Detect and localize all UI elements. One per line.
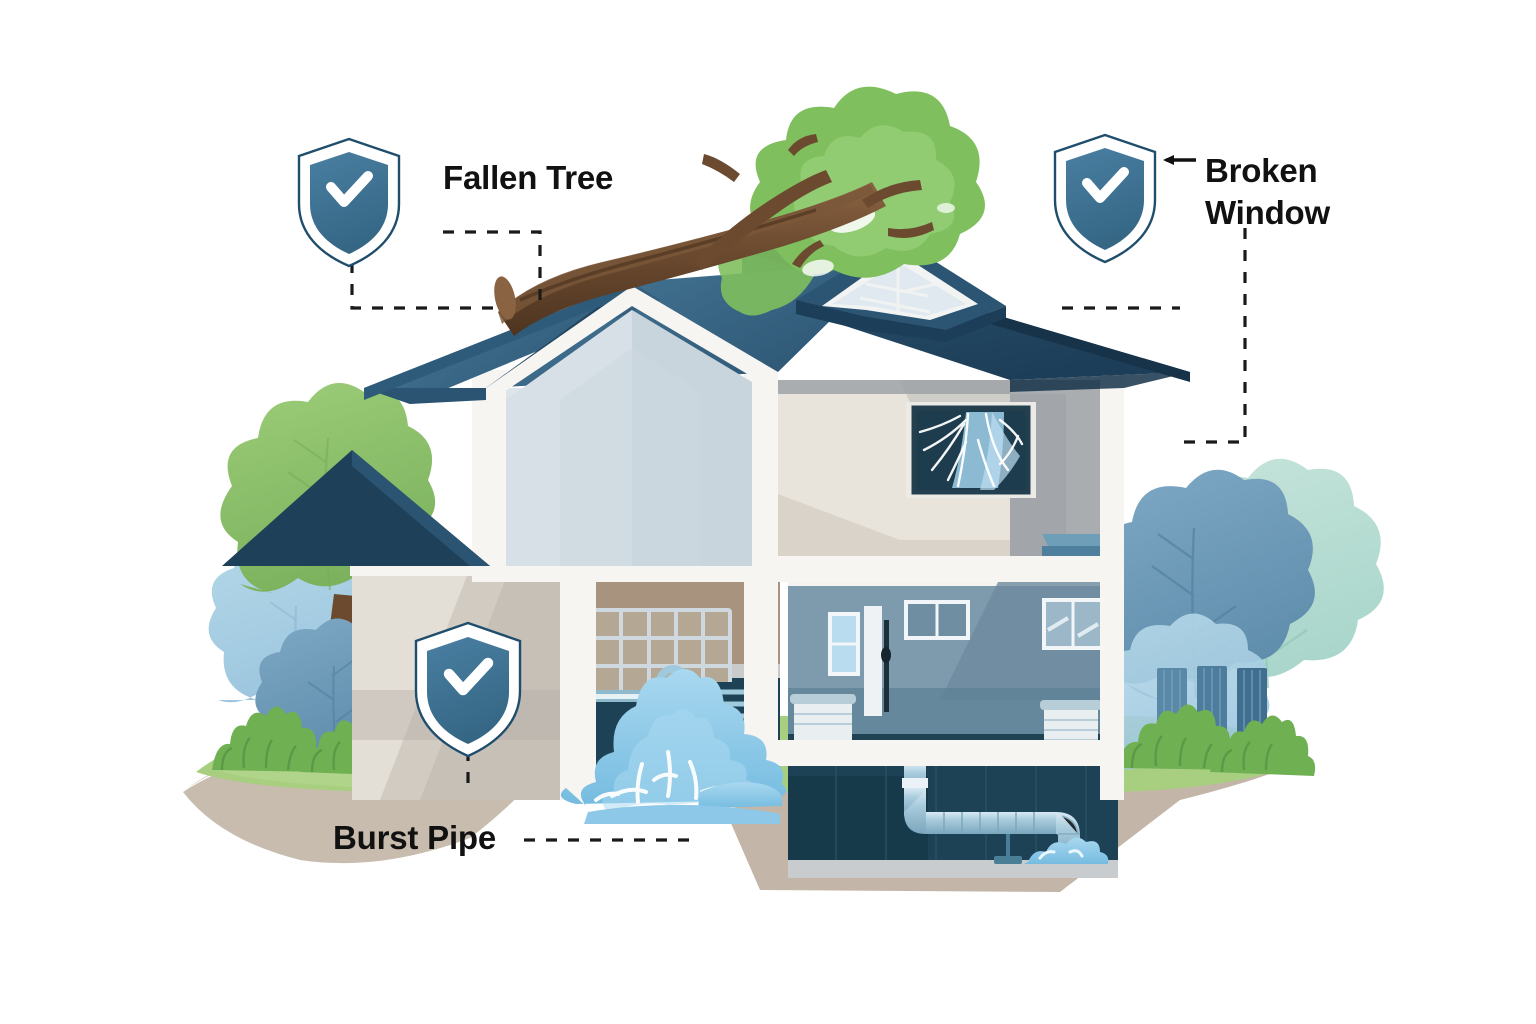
hallway-window-wide: [904, 600, 970, 640]
shield-burst-pipe[interactable]: [414, 621, 522, 758]
basement-leak-water: [1024, 837, 1109, 864]
connector-broken-window: [1180, 228, 1247, 444]
check-icon: [443, 657, 494, 696]
fallen-tree: [494, 86, 985, 336]
broken-window: [906, 402, 1036, 498]
hallway-window-tall: [828, 612, 860, 676]
label-burst-pipe: Burst Pipe: [333, 819, 497, 856]
check-icon: [326, 171, 373, 207]
burst-pipe-flood: [560, 669, 787, 824]
hallway-window-pair: [1042, 598, 1104, 650]
shield-broken-window[interactable]: [1053, 133, 1157, 264]
label-broken-window-line1: Broken: [1205, 152, 1318, 189]
roof-dormer-skylight: [796, 238, 1006, 342]
floor-edge-main: [780, 570, 1124, 580]
bathroom-window-grid: [592, 608, 732, 696]
label-broken-window-line2: Window: [1205, 194, 1330, 231]
hallway-bench: [790, 694, 856, 740]
label-fallen-tree: Fallen Tree: [443, 159, 614, 196]
roof: [222, 238, 1190, 566]
check-icon: [1082, 167, 1129, 203]
connector-fallen-tree-upper: [443, 230, 542, 300]
cutaway-house: [222, 86, 1190, 878]
connector-fallen-tree-lower: [350, 262, 500, 310]
shrubs-right: [1118, 704, 1316, 776]
shield-fallen-tree[interactable]: [297, 137, 401, 268]
label-broken-window: Broken Window: [1205, 150, 1375, 234]
arrow-left-icon: [1163, 155, 1196, 165]
floor-edge-basement: [780, 752, 1124, 764]
hallway-door: [864, 606, 891, 716]
